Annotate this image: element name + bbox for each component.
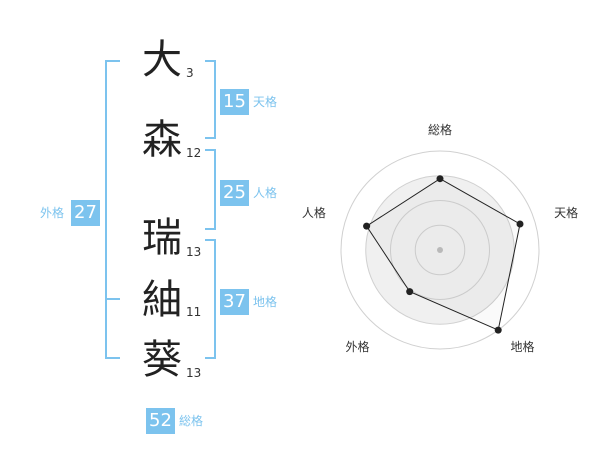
stroke-count-1: 3 xyxy=(186,66,194,80)
radar-point-2 xyxy=(516,220,524,228)
kaku-brackets xyxy=(105,60,216,359)
tenkaku-label: 天格 xyxy=(253,95,278,109)
stroke-count-2: 12 xyxy=(186,146,202,160)
gaikaku-value: 27 xyxy=(71,200,100,226)
radar-center-dot xyxy=(437,247,443,253)
radar-ring-1 xyxy=(414,224,466,276)
gaikaku-label: 外格 xyxy=(40,206,65,220)
chikaku-value: 37 xyxy=(220,289,249,315)
jinkaku-label: 人格 xyxy=(253,186,278,200)
name-char-4: 紬 xyxy=(142,277,182,323)
stroke-count-3: 13 xyxy=(186,245,202,259)
stroke-count-5: 13 xyxy=(186,366,202,380)
radar-axis-label-1: 総格 xyxy=(428,122,452,137)
name-char-5: 葵 xyxy=(142,337,182,383)
radar-point-1 xyxy=(436,175,444,183)
name-char-1: 大 xyxy=(142,37,182,83)
tenkaku-value: 15 xyxy=(220,89,249,115)
radar-axis-label-2: 天格 xyxy=(554,205,578,220)
tenkaku-bracket xyxy=(205,60,216,139)
soukaku-value: 52 xyxy=(146,408,175,434)
soukaku-label: 総格 xyxy=(179,414,204,428)
radar-axis-label-4: 外格 xyxy=(345,339,369,354)
radar-axis-label-3: 地格 xyxy=(511,339,535,354)
gaikaku-bracket xyxy=(105,60,120,359)
radar-ring-4 xyxy=(340,150,540,350)
jinkaku-bracket xyxy=(205,149,216,230)
radar-axis-label-5: 人格 xyxy=(302,205,326,220)
radar-point-5 xyxy=(363,222,371,230)
jinkaku-value: 25 xyxy=(220,180,249,206)
chikaku-label: 地格 xyxy=(253,295,278,309)
radar-data-polygon xyxy=(365,178,521,331)
radar-ring-2 xyxy=(390,200,490,300)
stroke-count-4: 11 xyxy=(186,305,202,319)
name-char-3: 瑞 xyxy=(142,215,182,261)
chikaku-bracket xyxy=(205,239,216,359)
radar-point-4 xyxy=(406,288,414,296)
name-char-2: 森 xyxy=(142,117,182,163)
radar-point-3 xyxy=(494,326,502,334)
